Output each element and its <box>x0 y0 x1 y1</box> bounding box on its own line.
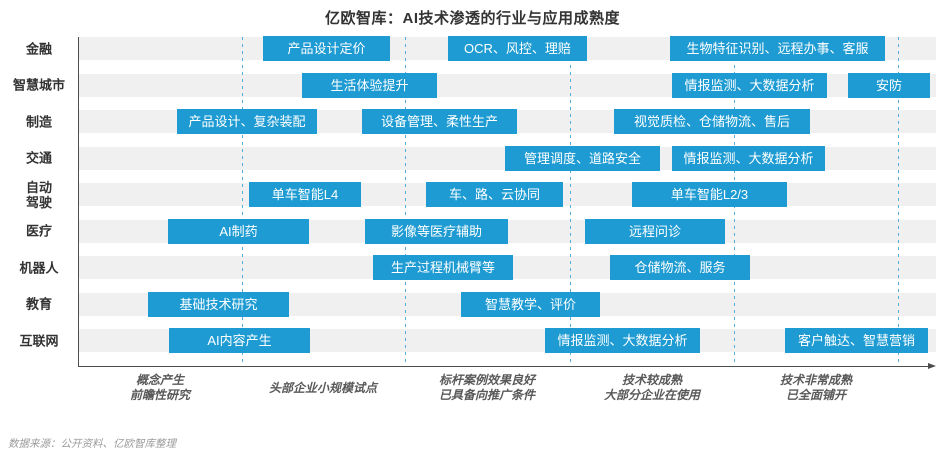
row-label: 互联网 <box>19 333 59 348</box>
stage-divider-line <box>898 37 899 362</box>
task-box: 情报监测、大数据分析 <box>672 72 827 98</box>
task-box: 生活体验提升 <box>302 72 437 98</box>
x-axis-line <box>78 366 930 367</box>
stage-label: 技术较成熟 大部分企业在使用 <box>603 373 701 402</box>
stage-label: 概念产生 前瞻性研究 <box>129 373 191 402</box>
task-box: 影像等医疗辅助 <box>365 218 508 244</box>
task-box: 车、路、云协同 <box>426 182 563 207</box>
row-label: 机器人 <box>19 260 59 275</box>
row-label: 金融 <box>25 41 52 56</box>
stage-label: 标杆案例效果良好 已具备向推广条件 <box>438 373 536 402</box>
task-box: 管理调度、道路安全 <box>505 145 660 171</box>
task-box: 设备管理、柔性生产 <box>362 109 517 134</box>
row-label: 交通 <box>25 150 52 166</box>
stage-label: 头部企业小规模试点 <box>268 380 378 395</box>
row-label: 智慧城市 <box>12 77 65 93</box>
row-label: 自动 驾驶 <box>25 179 52 210</box>
y-axis-line <box>78 37 79 366</box>
row-label: 医疗 <box>25 223 52 239</box>
task-box: 产品设计定价 <box>263 36 390 61</box>
task-box: AI制药 <box>168 218 309 244</box>
task-box: 基础技术研究 <box>148 291 289 317</box>
task-box: OCR、风控、理赔 <box>448 36 587 61</box>
task-box: 视觉质检、仓储物流、售后 <box>614 109 810 134</box>
task-box: 仓储物流、服务 <box>610 255 750 280</box>
task-box: 单车智能L4 <box>249 182 361 207</box>
task-box: 远程问诊 <box>585 218 725 244</box>
task-box: 生物特征识别、远程办事、客服 <box>670 36 885 61</box>
task-box: 产品设计、复杂装配 <box>177 109 317 134</box>
task-box: 安防 <box>848 72 930 98</box>
task-box: 情报监测、大数据分析 <box>672 145 825 171</box>
task-box: 单车智能L2/3 <box>632 182 787 207</box>
source-note: 数据来源：公开资料、亿欧智库整理 <box>8 438 176 450</box>
task-box: 智慧教学、评价 <box>461 291 600 317</box>
task-box: 生产过程机械臂等 <box>373 255 513 280</box>
row-label: 制造 <box>25 114 52 129</box>
task-box: AI内容产生 <box>169 328 310 353</box>
page-title: 亿欧智库：AI技术渗透的行业与应用成熟度 <box>324 10 620 27</box>
axis-arrow-icon <box>928 363 936 369</box>
stage-divider-line <box>405 37 406 362</box>
row-label: 教育 <box>25 296 52 312</box>
task-box: 客户触达、智慧营销 <box>785 328 928 353</box>
stage-label: 技术非常成熟 已全面铺开 <box>779 373 853 402</box>
stage-divider-line <box>242 37 243 362</box>
task-box: 情报监测、大数据分析 <box>545 328 700 353</box>
stage-divider-line <box>570 37 571 362</box>
